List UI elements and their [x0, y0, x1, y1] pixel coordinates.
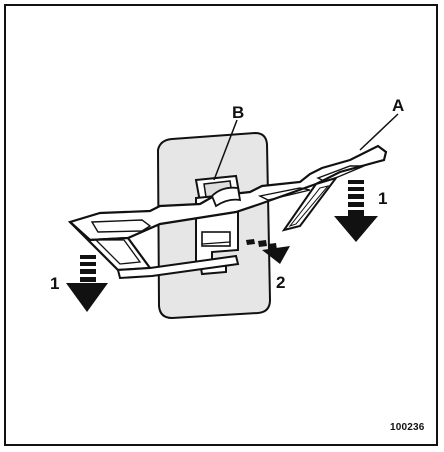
- label-b: B: [232, 103, 245, 122]
- bracket-a-main: [67, 144, 388, 242]
- bracket-front-edge: [116, 254, 240, 280]
- bracket-left-leg: [69, 221, 153, 272]
- arrow-1-left: [66, 255, 108, 312]
- arrow-1-right: [334, 180, 378, 242]
- label-a: A: [392, 96, 405, 115]
- figure-reference: 100236: [390, 422, 425, 433]
- leader-a: [359, 113, 399, 151]
- leader-b: [213, 119, 238, 181]
- label-arrow-1-left: 1: [50, 274, 60, 293]
- label-arrow-2: 2: [276, 273, 286, 292]
- label-arrow-1-right: 1: [378, 189, 388, 208]
- arrow-2-slide: [246, 239, 290, 264]
